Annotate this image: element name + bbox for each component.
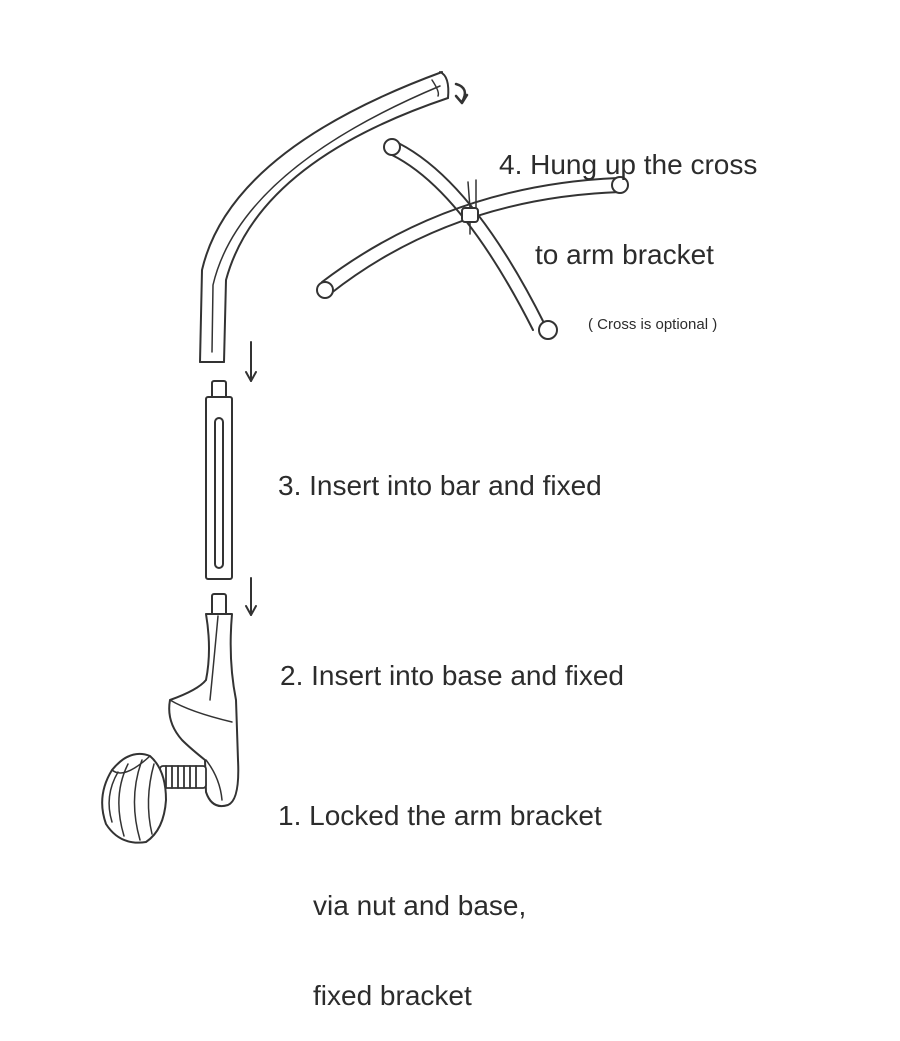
down-arrow-icon: [245, 341, 257, 382]
step-1-line-3: fixed bracket: [313, 980, 472, 1011]
straight-bar: [205, 380, 233, 580]
step-3-label: 3. Insert into bar and fixed: [278, 411, 602, 531]
step-4-line-1: 4. Hung up the cross: [499, 149, 758, 180]
base-clamp: [168, 593, 240, 808]
cross-hanger: [316, 138, 629, 340]
step-4-label: 4. Hung up the cross to arm bracket: [499, 90, 757, 300]
assembly-diagram: [101, 71, 629, 844]
step-2-line-1: 2. Insert into base and fixed: [280, 660, 624, 691]
knob-nut: [101, 752, 167, 844]
step-1-label: 1. Locked the arm bracket via nut and ba…: [278, 741, 602, 1041]
step-2-label: 2. Insert into base and fixed: [280, 601, 624, 721]
step-3-line-1: 3. Insert into bar and fixed: [278, 470, 602, 501]
curved-arm-bracket: [199, 71, 450, 363]
step-1-line-2: via nut and base,: [313, 890, 527, 921]
step-4-line-2: to arm bracket: [535, 239, 714, 270]
cross-optional-note: ( Cross is optional ): [588, 316, 718, 333]
threaded-screw: [159, 765, 207, 789]
down-arrow-icon: [245, 577, 257, 616]
step-1-line-1: 1. Locked the arm bracket: [278, 800, 602, 831]
hook-arrow-icon: [454, 82, 469, 105]
